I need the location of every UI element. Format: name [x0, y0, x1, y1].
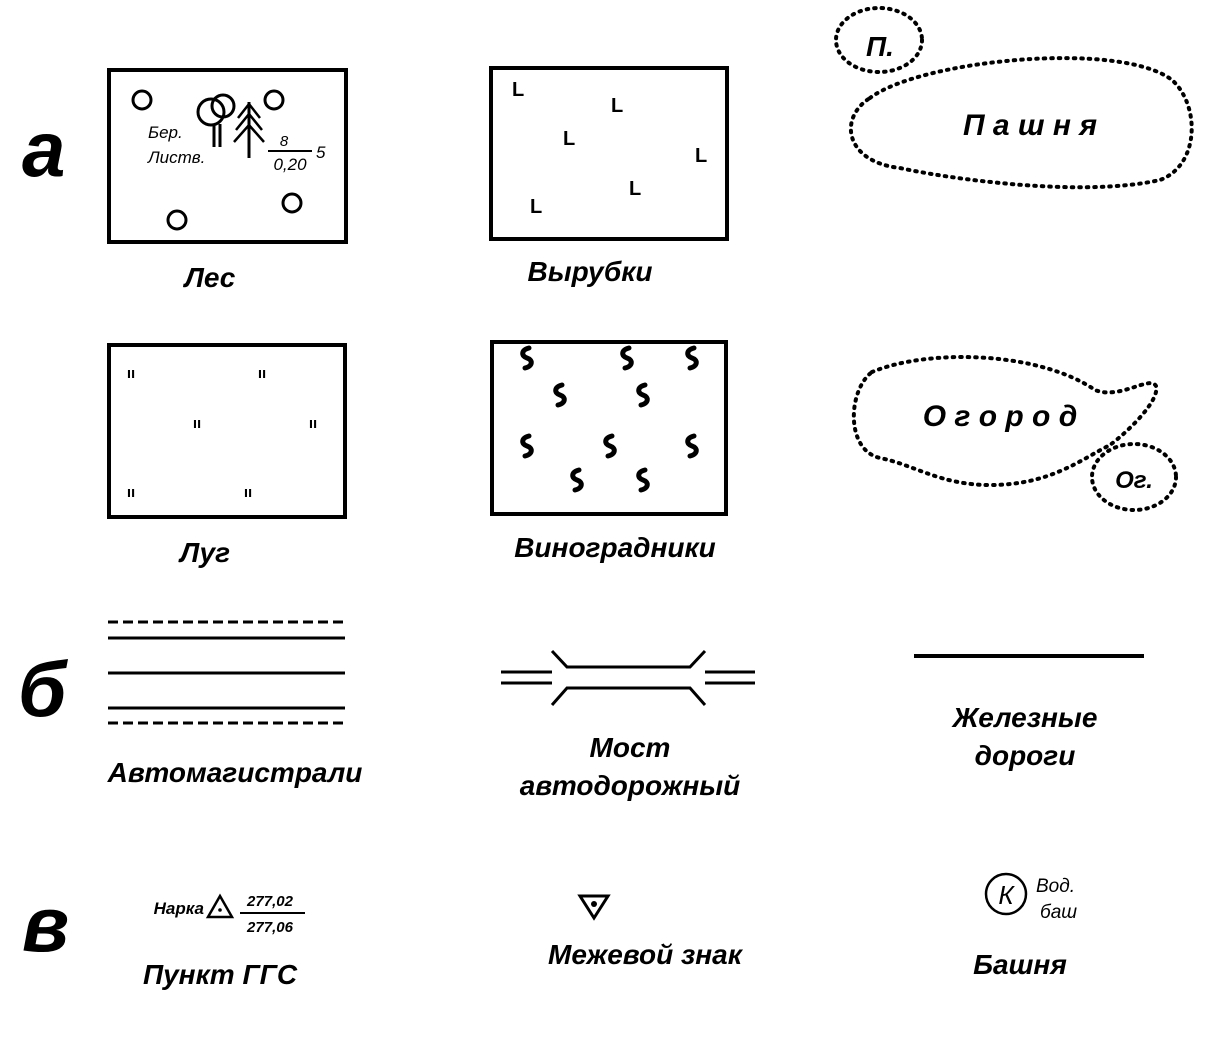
vine-icon [639, 470, 648, 490]
forest-height: 8 [280, 133, 289, 150]
vine-icon [639, 385, 648, 405]
tower-note-2: баш [1040, 902, 1077, 923]
ggs-point-numerator: 277,02 [246, 893, 294, 910]
clearing-mark: L [530, 196, 542, 218]
section-letter-a: а [22, 105, 66, 193]
meadow-mark: ıı [309, 415, 317, 432]
clearing-mark: L [611, 95, 623, 117]
clearing-mark: L [629, 178, 641, 200]
vineyard-caption: Виноградники [514, 532, 716, 563]
garden-abbr: Ог. [1115, 467, 1153, 494]
vine-icon [523, 348, 532, 368]
conifer-tree-icon [233, 101, 265, 158]
clearing-mark: L [695, 145, 707, 167]
clearing-mark: L [563, 128, 575, 150]
ggs-point-caption: Пункт ГГС [142, 959, 298, 990]
highway-symbol [108, 620, 345, 725]
ggs-point-symbol: Нарка 277,02 277,06 [154, 893, 305, 936]
railway-caption-2: дороги [974, 740, 1076, 771]
vine-icon [556, 385, 565, 405]
bridge-symbol [501, 649, 755, 706]
meadow-mark: ıı [258, 365, 266, 382]
meadow-mark: ıı [127, 365, 135, 382]
meadow-mark: ıı [193, 415, 201, 432]
arable-label: П а ш н я [963, 109, 1097, 142]
inverted-triangle-icon [577, 894, 611, 921]
railway-caption-1: Железные [952, 702, 1098, 733]
tower-symbol: К Вод. баш [984, 872, 1077, 923]
forest-caption: Лес [184, 262, 236, 293]
meadow-caption: Луг [179, 537, 231, 568]
forest-species-1: Бер. [148, 123, 183, 142]
highway-caption: Автомагистрали [107, 757, 363, 788]
section-letter-v: в [22, 880, 70, 968]
meadow-symbol: ıı ıı ıı ıı ıı ıı [107, 343, 347, 519]
forest-symbol: Бер. Листв. 8 0,20 5 [107, 68, 348, 244]
tower-note-1: Вод. [1036, 876, 1075, 897]
triangle-icon [205, 893, 235, 919]
arable-abbr: П. [866, 31, 894, 62]
boundary-mark-caption: Межевой знак [548, 939, 742, 970]
clearing-caption: Вырубки [527, 256, 653, 287]
vine-icon [623, 348, 632, 368]
deciduous-tree-icon [196, 93, 236, 147]
bridge-caption-2: автодорожный [519, 770, 741, 801]
ggs-point-name: Нарка [154, 899, 204, 918]
section-letter-b: б [18, 645, 67, 733]
clearing-symbol: L L L L L L [489, 66, 729, 241]
vine-icon [523, 436, 532, 456]
forest-diameter: 0,20 [273, 155, 307, 174]
garden-symbol: О г о р о д Ог. [851, 355, 1178, 512]
garden-label: О г о р о д [923, 400, 1078, 433]
ggs-point-denominator: 277,06 [246, 919, 294, 936]
circle-letter-icon [984, 872, 1028, 916]
vine-icon [606, 436, 615, 456]
vine-icon [688, 348, 697, 368]
tower-caption: Башня [973, 949, 1067, 980]
meadow-mark: ıı [127, 484, 135, 501]
vine-icon [573, 470, 582, 490]
clearing-mark: L [512, 79, 524, 101]
forest-species-2: Листв. [147, 148, 205, 167]
bridge-caption-1: Мост [589, 732, 671, 763]
meadow-mark: ıı [244, 484, 252, 501]
vine-icon [688, 436, 697, 456]
arable-symbol: П. П а ш н я [834, 6, 1194, 190]
forest-spacing: 5 [316, 143, 326, 162]
vineyard-symbol [490, 340, 728, 516]
boundary-mark-symbol [577, 894, 611, 921]
tower-letter: К [998, 880, 1015, 910]
